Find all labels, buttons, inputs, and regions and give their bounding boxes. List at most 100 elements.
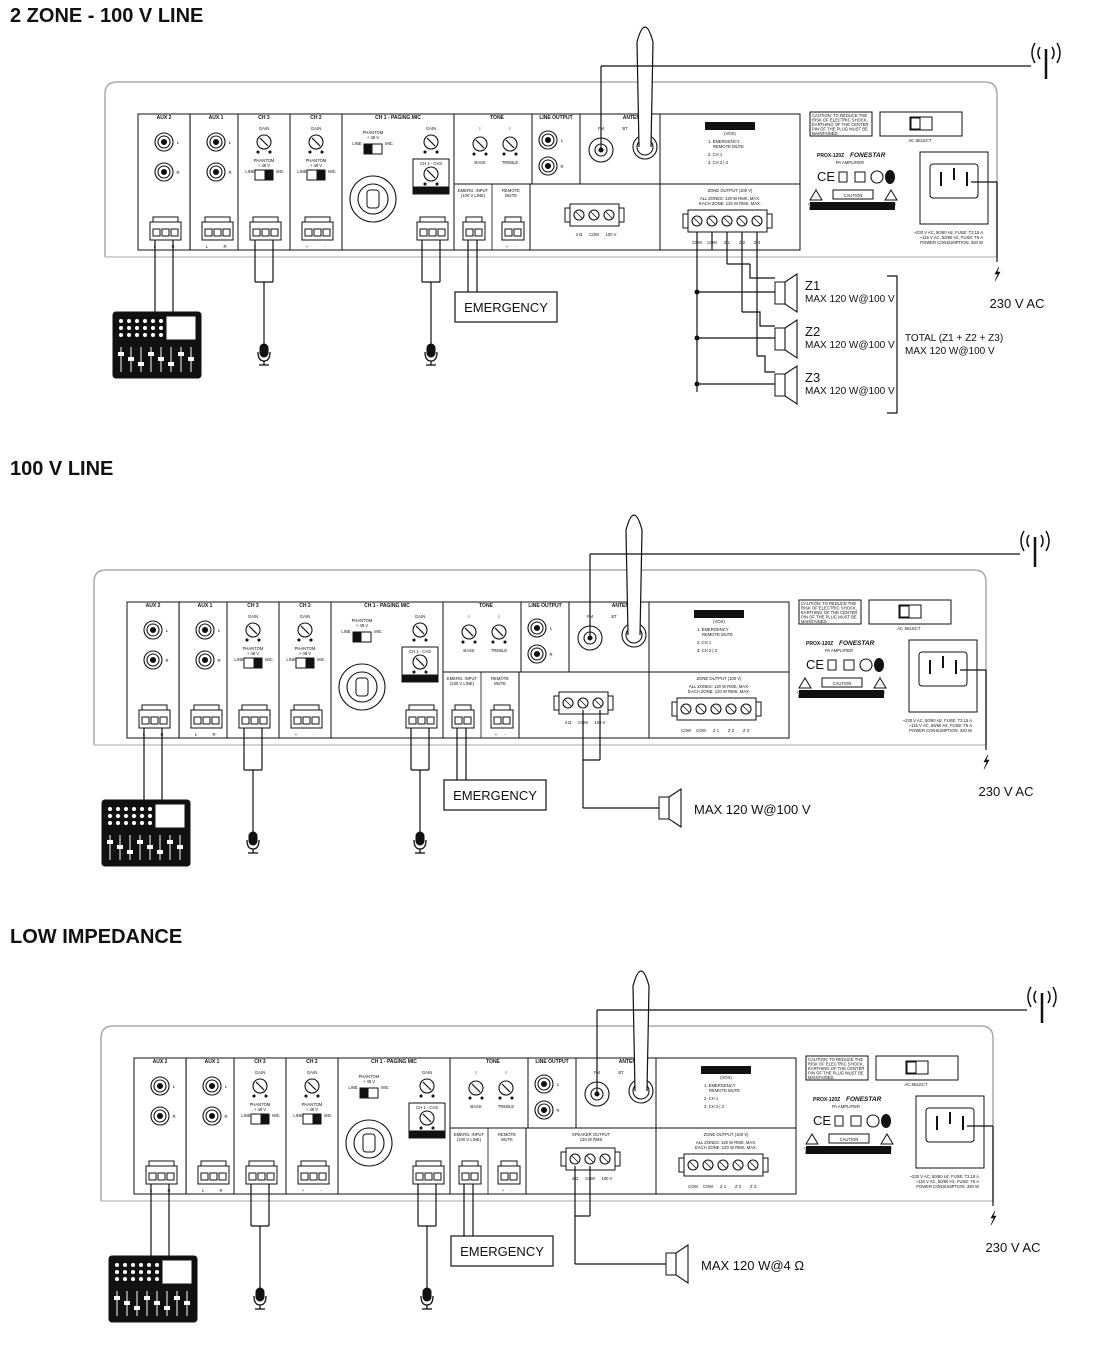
ac-select-switch [898,604,922,619]
screw-head [732,1159,744,1171]
mixer-knob [148,807,152,811]
terminal-screw [161,228,170,237]
terminal-screw [426,716,435,725]
knob-body [468,1080,484,1096]
knob-dot [424,670,428,674]
rca-ring [537,1103,551,1117]
power-spec-3: POWER CONSUMPTION: 320 W [916,1184,979,1189]
rca-outer [150,1106,170,1126]
mic-label: MIC [374,629,382,634]
terminal-screw [500,1172,509,1181]
caution-note-line: RISK OF ELECTRIC SHOCK, [808,1062,864,1067]
zone-rating: MAX 120 W@100 V [805,294,895,305]
knob-dot [503,640,507,644]
terminal-tab [415,1160,442,1167]
rca-pin [544,162,552,170]
speaker-cone [784,318,798,360]
channel-l-label: L [561,138,564,143]
ch1-ch3-label: CH 1 - CH3 [420,161,442,166]
screw-terminal-strip [560,1147,621,1171]
priority-1b-label: REMOTE MUTE [709,1088,740,1093]
strip-ear [755,701,762,717]
strip-ear [762,1157,769,1173]
mixer-knob [123,1277,127,1281]
iec-socket-face [918,651,968,687]
knob-body [297,622,313,638]
speaker-magnet [665,1252,677,1276]
mixer-fader-cap [138,362,144,366]
knob-body [308,134,324,150]
wireless-antenna-symbol [1027,986,1057,1023]
line-label: LINE [234,657,244,662]
channel-l-label: L [177,140,180,145]
terminal-block [416,216,449,241]
knob-indicator [494,627,504,637]
phantom-voltage-label: + 48 V [306,1107,318,1112]
screw-slot [689,1161,697,1169]
terminal-block [290,704,323,729]
shock-hazard-text: CAUTION: SHOCK HAZARD - DO NOT OPEN [804,1146,891,1151]
rca-jack [527,618,547,638]
knob-dot [473,640,477,644]
power-bolt-icon [983,754,990,770]
mic-head [426,343,436,358]
rca-outer [538,156,558,176]
gain-label: GAIN [311,126,321,131]
terminal-screw [148,1172,157,1181]
terminal-screw [463,716,472,725]
mixer-fader-cap [127,850,133,854]
module-header-label: AUX 1 [209,115,224,121]
mic-icon [420,1287,434,1310]
screw-slot [712,705,720,713]
terminal-tab [200,1160,227,1167]
module-header-label: CH 3 [247,603,259,609]
terminal-tab [500,1160,518,1167]
knob-indicator [307,1081,317,1091]
gain-knob [461,624,477,644]
mixer-knob [127,319,131,323]
screw-slot [749,1161,757,1169]
terminal-screw [293,716,302,725]
screw-slot [693,217,701,225]
phantom-voltage-label: + 48 V [356,623,368,628]
terminal-housing [149,221,182,241]
rca-pin [540,1080,548,1088]
zone-terminal-label: Z 1 [713,728,720,733]
knob-indicator [471,1083,481,1093]
screw-head [725,703,737,715]
terminal-tab [152,216,179,223]
terminal-block [197,1160,230,1185]
radio-wave [1056,42,1061,64]
phantom-voltage-label: + 48 V [247,651,259,656]
terminal-screw [209,1172,218,1181]
mixer-fader-cap [114,1296,120,1300]
speaker-rating: MAX 120 W@4 Ω [701,1258,804,1273]
screw-slot [586,1155,594,1163]
bass-label: BASS [470,1104,481,1109]
terminal-screw [157,1172,166,1181]
terminal-housing [138,709,171,729]
xlr-combo-inner [346,671,378,703]
strip-ear [560,1151,567,1167]
phantom-label: PHANTOM [254,158,275,163]
screw-slot [697,705,705,713]
channel-r-label: R [165,658,168,663]
knob-dot [484,152,488,156]
mixer-knob [119,326,123,330]
terminal-screw [302,716,311,725]
knob-dot [423,150,427,154]
vox-label: VOX [427,189,436,194]
mixer-fader-cap [147,845,153,849]
module-ch1 [337,1057,451,1195]
caution-note-line: PIN OF THE PLUG MUST BE [801,615,857,620]
brand-label: FONESTAR [846,1096,882,1103]
phantom-label: PHANTOM [295,646,316,651]
emergency-box [450,1235,554,1267]
speaker-magnet [774,281,786,305]
phantom-voltage-label: + 48 V [310,163,322,168]
phantom-voltage-label: + 48 V [258,163,270,168]
mixer-fader-cap [134,1306,140,1310]
screw-head [577,697,589,709]
